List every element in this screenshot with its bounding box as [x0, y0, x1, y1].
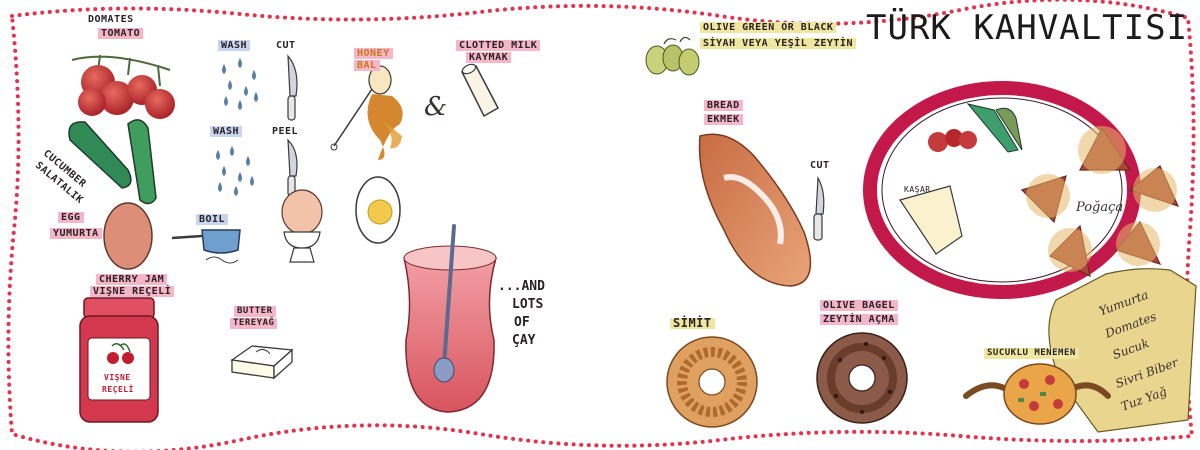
label-tomato-en: TOMATO: [98, 28, 144, 39]
label-wash-2: WASH: [210, 126, 243, 137]
label-kasar: KAŞAR: [904, 185, 931, 194]
label-olive-bagel-en: OLIVE BAGEL: [820, 300, 898, 311]
label-cut-1: CUT: [276, 40, 296, 51]
tomato-vine-icon: [71, 54, 175, 119]
cucumber-icon: [68, 119, 157, 205]
tea-caption-line3: OF: [514, 315, 530, 330]
label-menemen: SUCUKLU MENEMEN: [984, 348, 1079, 359]
label-bread-en: BREAD: [704, 100, 743, 111]
label-egg-tr: YUMURTA: [50, 228, 102, 239]
label-simit: SİMİT: [670, 317, 715, 329]
label-peel: PEEL: [272, 126, 299, 137]
water-drops-icon: [216, 58, 258, 196]
label-olive-en: OLIVE GREEN OR BLACK: [700, 22, 837, 33]
honey-dipper-icon: [330, 65, 403, 160]
kaymak-roll-icon: [460, 63, 499, 118]
olive-bagel-icon: [816, 332, 908, 424]
label-egg-en: EGG: [58, 212, 84, 223]
label-cream-tr: KAYMAK: [466, 52, 512, 63]
label-cut-2: CUT: [810, 160, 830, 171]
label-boil: BOIL: [196, 214, 229, 225]
olives-icon: [645, 36, 700, 76]
label-butter-tr: TEREYAĞ: [230, 318, 278, 329]
knife-icon: [287, 54, 825, 241]
label-honey-en: HONEY: [354, 48, 393, 59]
butter-icon: [230, 345, 294, 380]
saucepan-icon: [171, 229, 241, 264]
label-butter-en: BUTTER: [234, 306, 276, 317]
label-pogaca: Poğaça: [1076, 200, 1124, 215]
ampersand-symbol: &: [424, 92, 448, 122]
label-honey-tr: BAL: [354, 60, 380, 71]
tea-caption-line2: LOTS: [512, 297, 544, 312]
egg-cup-icon: [281, 189, 323, 263]
jam-jar-icon: [79, 297, 159, 423]
label-cream-en: CLOTTED MILK: [456, 40, 541, 51]
menemen-pan-icon: [963, 363, 1111, 425]
tea-glass-icon: [403, 224, 497, 413]
pogaca-pastries-icon: [1020, 126, 1180, 278]
jar-label-line1: VIŞNE: [104, 373, 131, 382]
label-olive-tr: SİYAH VEYA YEŞİL ZEYTİN: [700, 38, 856, 49]
label-olive-bagel-tr: ZEYTİN AÇMA: [820, 314, 898, 325]
label-jam-en: CHERRY JAM: [96, 274, 168, 285]
label-bread-tr: EKMEK: [704, 114, 743, 125]
tea-caption-line4: ÇAY: [512, 333, 536, 348]
label-tomato-tr: DOMATES: [88, 14, 134, 25]
halved-egg-icon: [355, 176, 401, 244]
bread-loaf-icon: [698, 133, 812, 287]
label-jam-tr: VIŞNE REÇELİ: [90, 286, 175, 297]
label-wash-1: WASH: [218, 40, 251, 51]
page-title: TÜRK KAHVALTISI: [866, 8, 1189, 48]
tea-caption-line1: ...AND: [498, 279, 545, 294]
menemen-recipe-paper: [1048, 268, 1197, 433]
jar-label-line2: REÇELİ: [102, 385, 134, 394]
simit-icon: [666, 336, 758, 428]
egg-icon: [103, 202, 153, 270]
